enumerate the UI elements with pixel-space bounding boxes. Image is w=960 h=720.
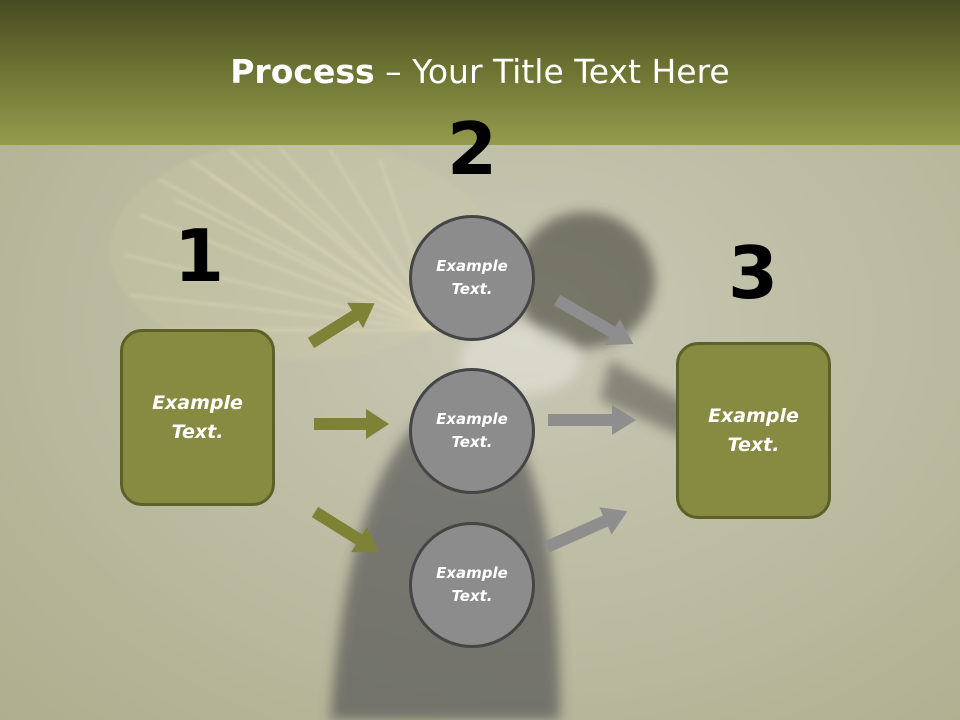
arrow-from-circle-2 bbox=[548, 405, 636, 435]
circle-3-text: Example Text. bbox=[436, 564, 508, 605]
step-3-box: Example Text. bbox=[676, 342, 831, 519]
arrow-to-circle-3 bbox=[311, 506, 379, 553]
title-rest: – Your Title Text Here bbox=[374, 52, 730, 91]
slide-title: Process – Your Title Text Here bbox=[0, 52, 960, 91]
step-2-number: 2 bbox=[446, 107, 498, 191]
arrow-to-circle-1 bbox=[307, 302, 375, 349]
step-2-circle-3: Example Text. bbox=[409, 522, 535, 648]
step-2-circle-2: Example Text. bbox=[409, 368, 535, 494]
arrow-from-circle-3 bbox=[544, 507, 628, 553]
header-band bbox=[0, 0, 960, 145]
step-1-number: 1 bbox=[173, 214, 225, 298]
step-3-text: Example Text. bbox=[708, 404, 799, 456]
step-3-number: 3 bbox=[727, 231, 779, 315]
step-2-circle-1: Example Text. bbox=[409, 215, 535, 341]
circle-2-text: Example Text. bbox=[436, 410, 508, 451]
arrow-to-circle-2 bbox=[314, 409, 389, 439]
step-1-text: Example Text. bbox=[152, 391, 243, 443]
circle-1-text: Example Text. bbox=[436, 257, 508, 298]
title-bold: Process bbox=[230, 52, 375, 91]
arrow-from-circle-1 bbox=[554, 294, 634, 345]
step-1-box: Example Text. bbox=[120, 329, 275, 506]
